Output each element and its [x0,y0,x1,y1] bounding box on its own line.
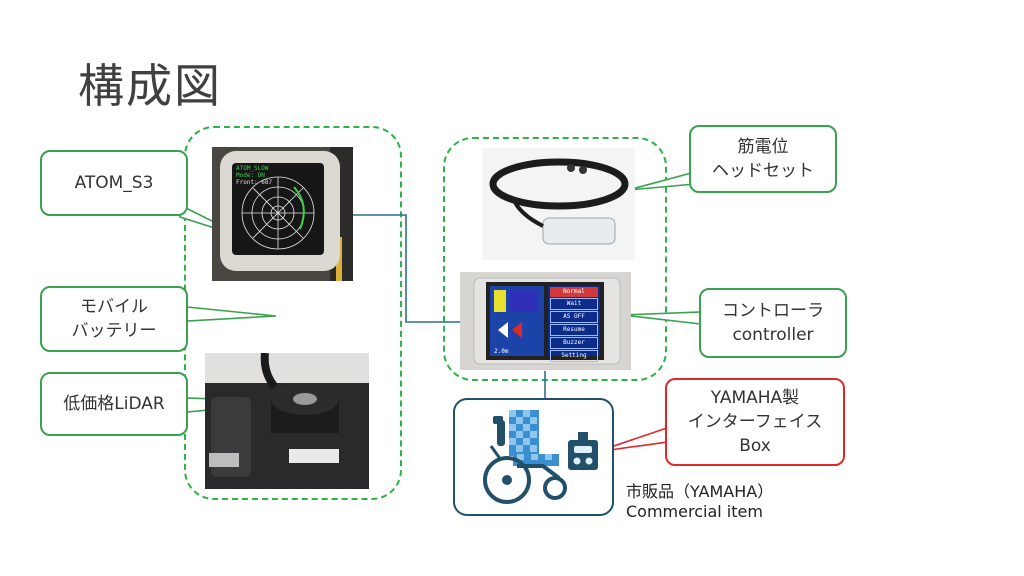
atom-s3-photo: ATOM_SLOW Mode: ON Front: 687 [212,147,353,281]
controller-button-wait[interactable]: Wait [550,298,598,310]
controller-button-resume[interactable]: Resume [550,324,598,336]
atom-screen-line1: ATOM_SLOW [236,165,269,172]
wheelchair-box [453,398,614,516]
controller-button-setting[interactable]: Setting [550,350,598,362]
lidar-callout: 低価格LiDAR [40,372,188,436]
lidar-photo [205,353,369,489]
emg-callout-pointer [627,170,696,191]
atom-screen-line2: Mode: ON [236,172,265,179]
interface-box-icon [568,432,598,470]
controller-screen-buttons: Normal Wait AS OFF Resume Buzzer Setting [550,287,598,362]
right-device-group [443,137,667,381]
page-title: 構成図 [78,59,222,113]
controller-button-as-off[interactable]: AS OFF [550,311,598,323]
controller-callout-pointer [621,311,702,325]
atom-s3-callout: ATOM_S3 [40,150,188,216]
controller-readout: 2.0m [494,348,509,355]
controller-button-normal[interactable]: Normal [550,287,598,297]
wheelchair-icon [483,410,567,504]
controller-callout: コントローラ controller [699,288,847,358]
atom-screen-line3: Front: 687 [236,179,273,186]
yamaha-box-callout: YAMAHA製 インターフェイス Box [665,378,845,466]
controller-photo: Normal Wait AS OFF Resume Buzzer Setting… [460,272,631,370]
battery-callout: モバイル バッテリー [40,286,188,352]
wheelchair-caption: 市販品（YAMAHA） Commercial item [626,482,774,521]
emg-headset-photo [483,148,635,260]
atom-controller-link [353,214,463,323]
emg-headset-callout: 筋電位 ヘッドセット [689,125,837,193]
controller-button-buzzer[interactable]: Buzzer [550,337,598,349]
battery-callout-pointer [186,306,277,322]
